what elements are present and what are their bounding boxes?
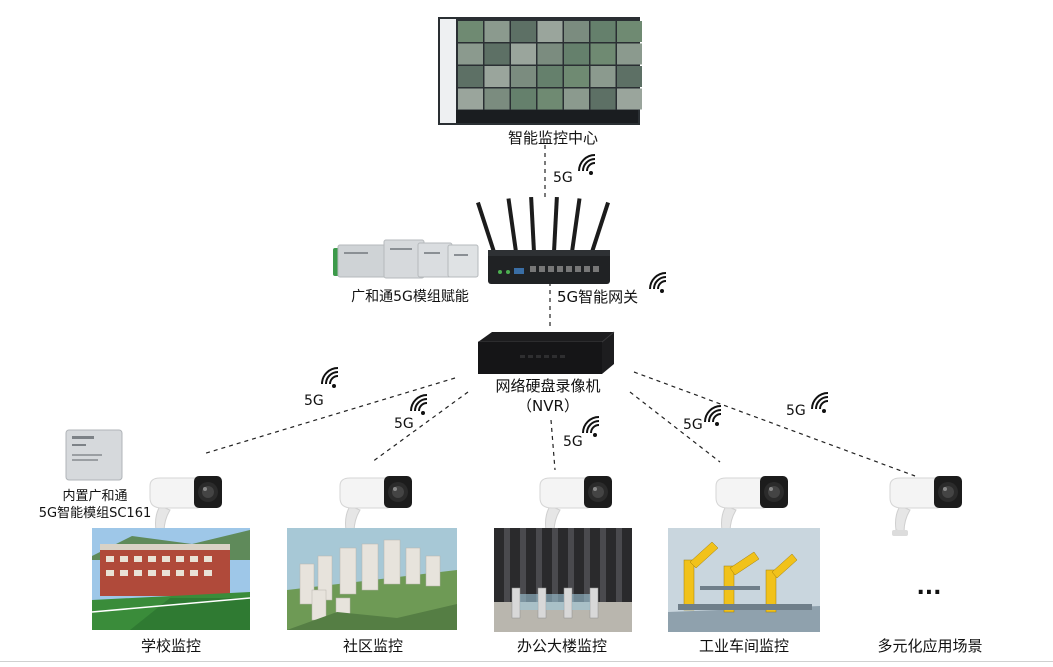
bottom-divider xyxy=(0,661,1053,662)
signal-label: 5G xyxy=(394,416,414,432)
signal-icon xyxy=(321,367,339,389)
signal-icon xyxy=(410,394,428,416)
video-tile xyxy=(458,66,483,87)
nvr-image xyxy=(478,331,615,374)
video-tile xyxy=(511,43,536,65)
video-tile xyxy=(617,21,642,42)
video-tile xyxy=(564,66,589,87)
video-tile xyxy=(564,21,589,42)
video-tile xyxy=(484,43,510,65)
sc161-label-line1: 内置广和通 xyxy=(62,488,127,504)
office-scene-image xyxy=(494,528,632,632)
signal-icon xyxy=(704,405,722,427)
signal-icon xyxy=(578,154,596,176)
signal-icon xyxy=(649,272,667,294)
scene-label-other: 多元化应用场景 xyxy=(877,637,982,655)
video-tile xyxy=(617,66,642,87)
factory-scene-image xyxy=(668,528,820,632)
gateway-label: 5G智能网关 xyxy=(557,288,638,306)
signal-label: 5G xyxy=(304,393,324,409)
signal-icon xyxy=(582,416,600,438)
video-tile xyxy=(511,88,536,110)
video-tile xyxy=(484,21,510,42)
video-tile xyxy=(458,43,483,65)
video-tile xyxy=(458,21,483,42)
video-tile xyxy=(590,88,616,110)
video-tile xyxy=(590,21,616,42)
scene-label-office: 办公大楼监控 xyxy=(517,637,607,655)
connection-lines xyxy=(202,145,916,477)
video-tile xyxy=(458,88,483,110)
camera-office xyxy=(539,475,613,537)
video-tile xyxy=(590,66,616,87)
video-tile xyxy=(537,88,563,110)
community-scene-image xyxy=(287,528,457,630)
sc161-label-line2: 5G智能模组SC161 xyxy=(39,506,152,521)
video-tile xyxy=(564,43,589,65)
video-tile xyxy=(617,88,642,110)
sc161-module-image xyxy=(65,429,123,481)
video-tile xyxy=(564,88,589,110)
video-tile xyxy=(511,21,536,42)
video-tile xyxy=(537,21,563,42)
video-tile xyxy=(537,66,563,87)
nvr-label-line1: 网络硬盘录像机 xyxy=(495,377,600,395)
monitor-wall-image xyxy=(438,17,642,125)
video-tile xyxy=(484,88,510,110)
module-label: 广和通5G模组赋能 xyxy=(351,289,469,305)
scene-label-school: 学校监控 xyxy=(141,637,201,655)
video-tile xyxy=(537,43,563,65)
signal-label: 5G xyxy=(786,403,806,419)
video-tile xyxy=(484,66,510,87)
signal-icon xyxy=(811,392,829,414)
video-tile xyxy=(617,43,642,65)
nvr-label-line2: （NVR） xyxy=(517,397,579,415)
camera-community xyxy=(339,475,413,537)
signal-label: 5G xyxy=(683,417,703,433)
camera-factory xyxy=(715,475,789,537)
scene-label-community: 社区监控 xyxy=(343,637,403,655)
video-tile xyxy=(511,66,536,87)
ellipsis-label: ... xyxy=(916,575,941,600)
signal-label: 5G xyxy=(553,170,573,186)
fibocom-modules-image xyxy=(333,239,479,279)
school-scene-image xyxy=(91,528,251,630)
signal-label: 5G xyxy=(563,434,583,450)
camera-school xyxy=(149,475,223,537)
video-tile xyxy=(590,43,616,65)
scene-label-factory: 工业车间监控 xyxy=(699,637,789,655)
center-label: 智能监控中心 xyxy=(508,129,598,147)
gateway-router-image xyxy=(476,196,610,284)
camera-other xyxy=(889,475,963,537)
